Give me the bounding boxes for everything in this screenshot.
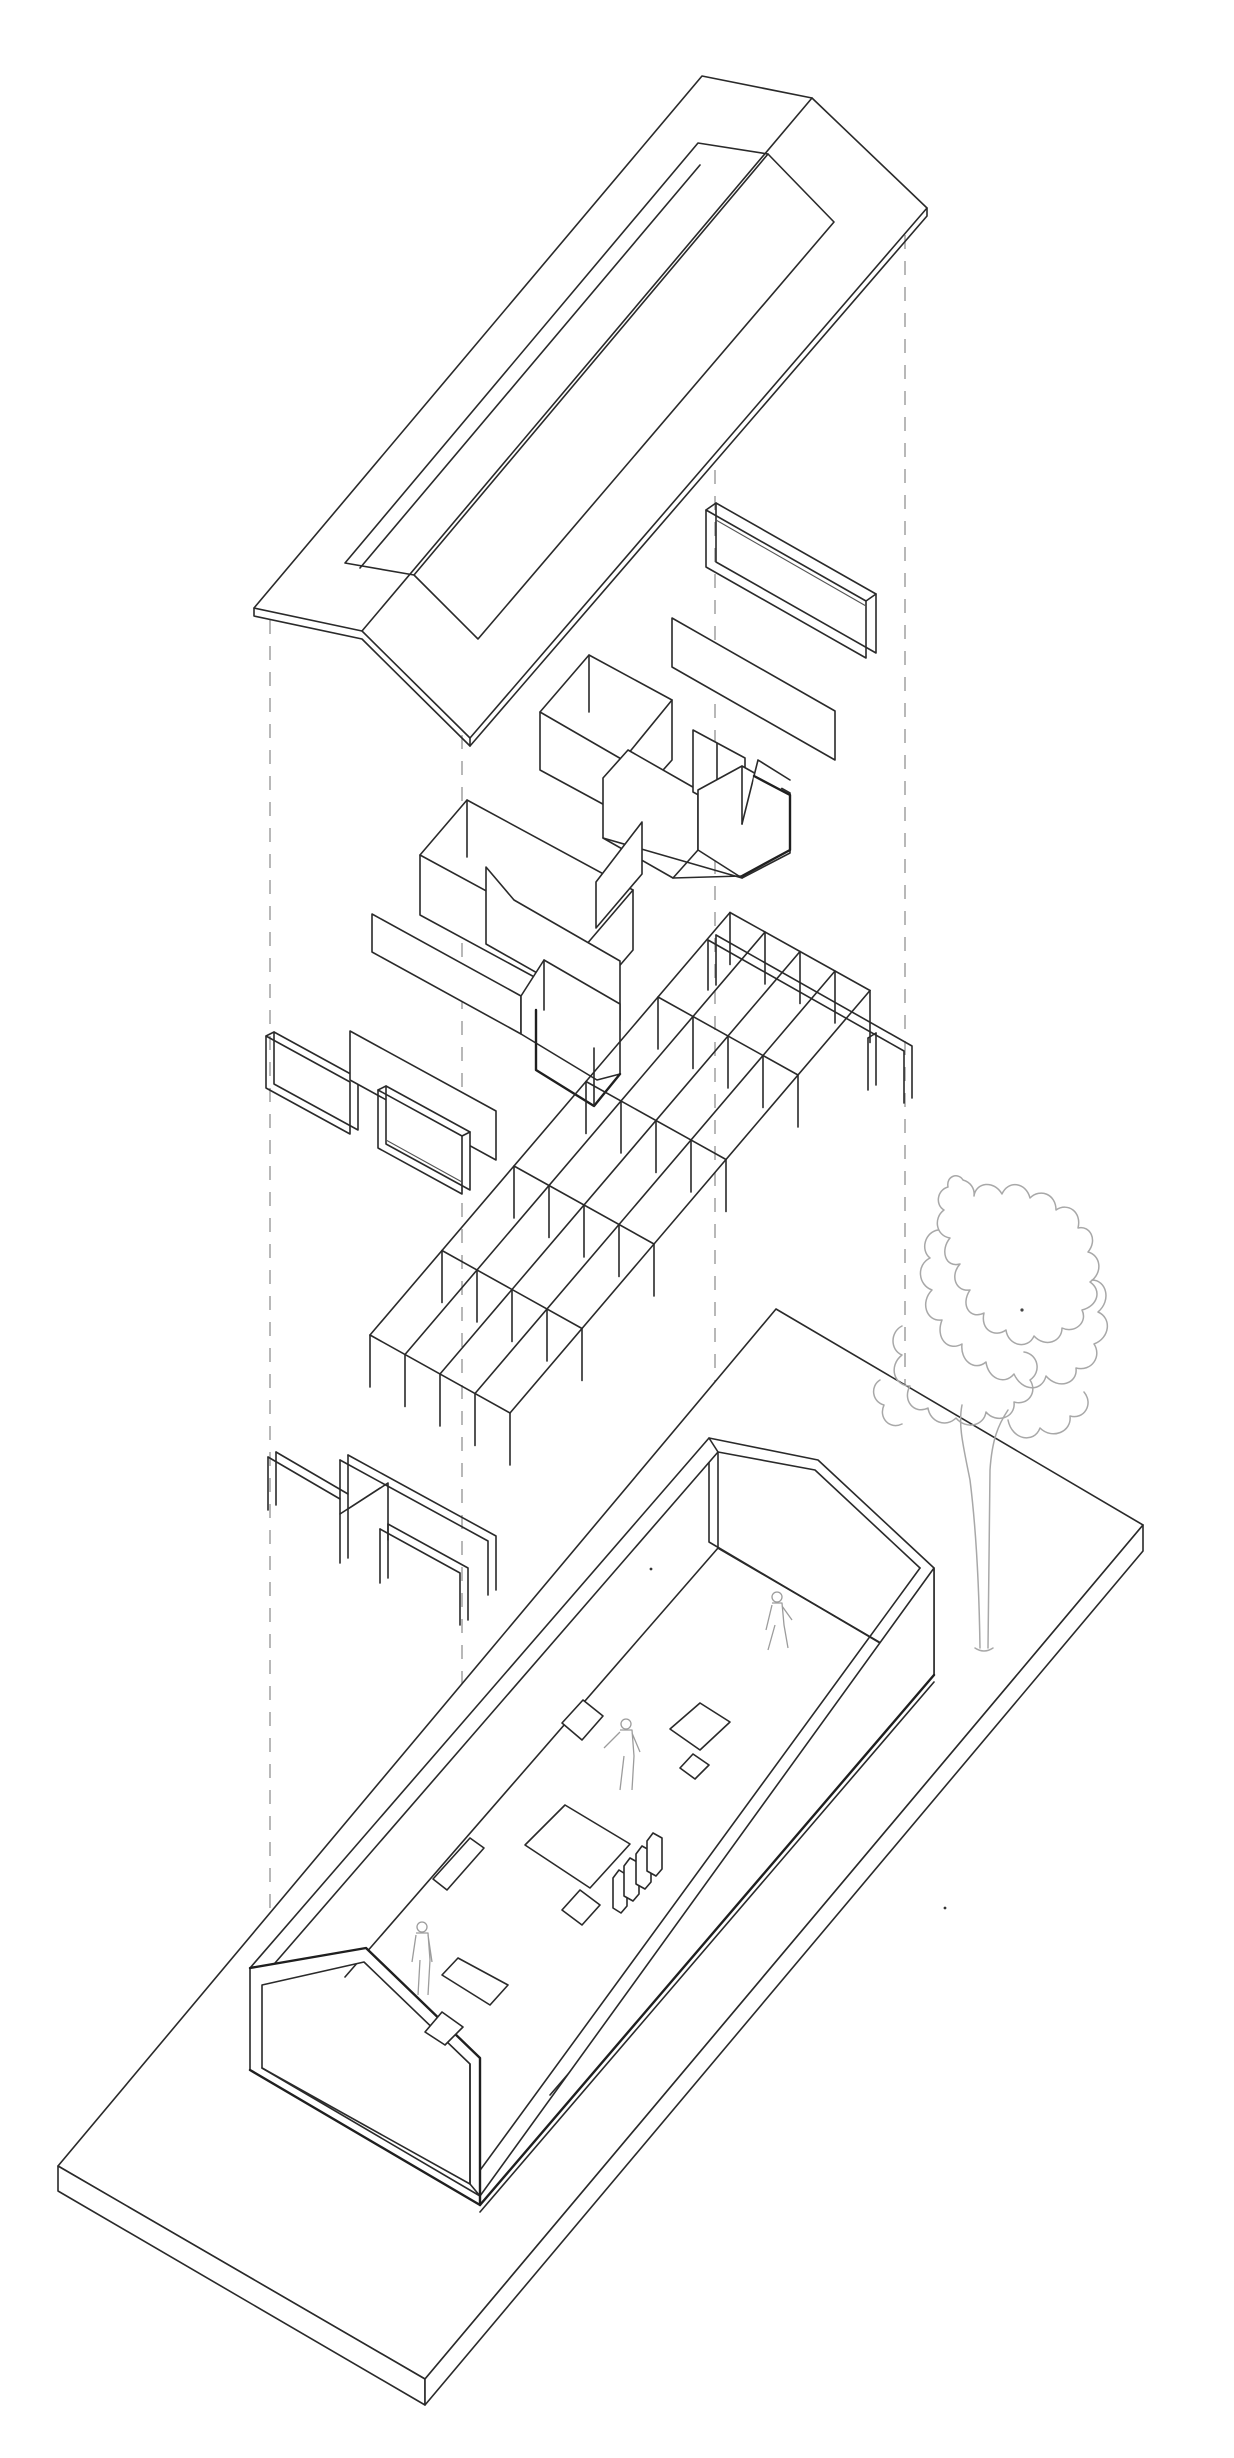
furniture-blocks (424, 1699, 731, 2046)
grid-beam-cross (513, 1165, 655, 1245)
tree (872, 1175, 1108, 1652)
interior-wall-module-middle (371, 799, 643, 1108)
left-end-frame (267, 1451, 497, 1626)
building-shell (248, 1437, 936, 2213)
upper-right-wall-panels (671, 502, 877, 761)
marker-dot (649, 1567, 653, 1571)
right-end-frame (707, 934, 913, 1104)
grid-beam-long (474, 970, 836, 1395)
left-wall-panels (265, 1030, 497, 1195)
grid-beam-cross (657, 996, 799, 1076)
figure-near (411, 1921, 433, 1996)
grid-beam-cross (369, 1334, 511, 1414)
grid-beam-cross (729, 911, 871, 992)
grid-beam-long (509, 989, 871, 1414)
grid-beam-long (369, 911, 731, 1336)
grid-beam-long (439, 950, 801, 1375)
grid-beam-cross (585, 1080, 727, 1161)
marker-dot (943, 1906, 947, 1910)
pitched-roof (253, 75, 928, 747)
human-figures (411, 1591, 793, 1996)
interior-wall-module-upper (539, 654, 792, 879)
figure-far (765, 1591, 793, 1651)
figure-middle (603, 1718, 641, 1791)
structural-grid (369, 911, 871, 1466)
grid-beam-cross (441, 1249, 583, 1330)
grid-beam-long (404, 931, 766, 1356)
